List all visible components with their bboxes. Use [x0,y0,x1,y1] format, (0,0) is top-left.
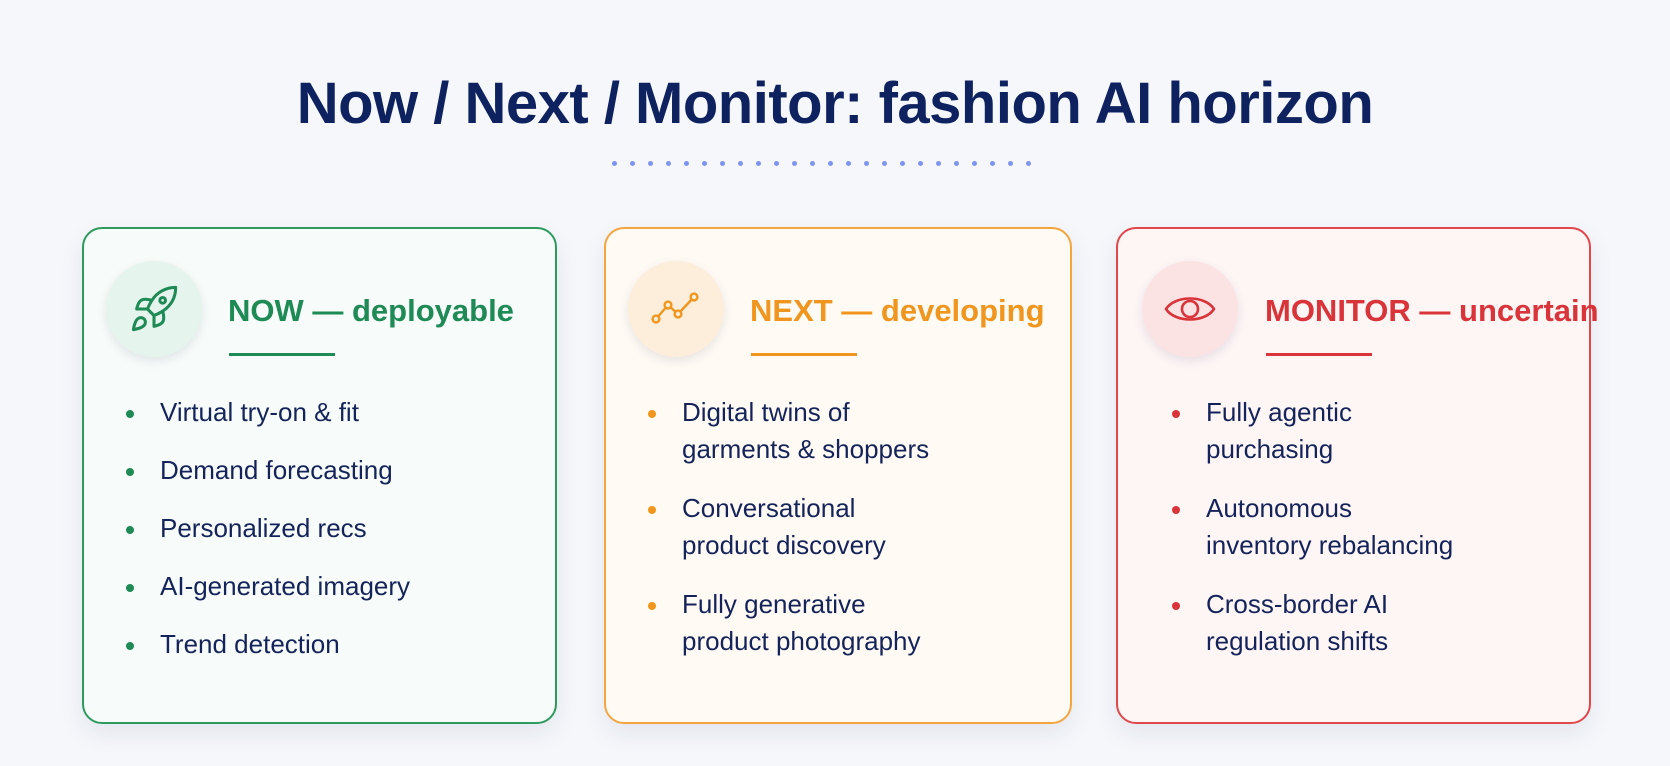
divider-dot [1026,161,1031,166]
divider-dot [1008,161,1013,166]
list-item-line: purchasing [1206,434,1334,464]
list-item-line: Digital twins of [682,397,850,427]
list-item-line: product photography [682,626,921,656]
list-item-line: AI-generated imagery [160,571,411,601]
divider-dot [630,161,635,166]
list-item: Autonomous inventory rebalancing [1171,490,1454,564]
divider-dot [792,161,797,166]
list-item: Digital twins of garments & shoppers [647,394,930,468]
list-item-line: Autonomous [1206,493,1352,523]
eye-icon [1142,261,1238,357]
list-item-line: Trend detection [160,629,340,659]
divider-dot [972,161,977,166]
divider-dot [612,161,617,166]
page-title: Now / Next / Monitor: fashion AI horizon [296,71,1374,136]
next-heading-underline [751,353,857,356]
divider-dot [882,161,887,166]
list-item-line: regulation shifts [1206,626,1389,656]
divider-dot [990,161,995,166]
list-item-line: Fully agentic [1206,397,1352,427]
title-divider-dots [612,161,1031,166]
now-heading-underline [229,353,335,356]
list-item-line: Fully generative [682,589,866,619]
divider-dot [936,161,941,166]
rocket-icon [106,261,202,357]
monitor-heading-underline [1266,353,1372,356]
divider-dot [702,161,707,166]
divider-dot [954,161,959,166]
divider-dot [684,161,689,166]
list-item-line: Personalized recs [160,513,367,543]
list-item: Fully agentic purchasing [1171,394,1453,468]
trend-line-icon [628,261,724,357]
list-item-line: Demand forecasting [160,455,393,485]
divider-dot [864,161,869,166]
monitor-heading: MONITOR — uncertain [1265,293,1599,328]
divider-dot [828,161,833,166]
divider-dot [900,161,905,166]
divider-dot [738,161,743,166]
list-item-line: Conversational [682,493,856,523]
divider-dot [756,161,761,166]
monitor-card: MONITOR — uncertain Fully agentic purchas… [1116,227,1599,724]
next-card: NEXT — developing Digital twins of garmen… [604,227,1072,724]
divider-dot [774,161,779,166]
divider-dot [918,161,923,166]
divider-dot [648,161,653,166]
list-item: Virtual try-on & fit [125,394,410,431]
list-item: Conversational product discovery [647,490,929,564]
divider-dot [720,161,725,166]
now-heading: NOW — deployable [228,293,514,328]
list-item-line: product discovery [682,530,886,560]
list-item: Fully generative product photography [647,586,929,660]
divider-dot [810,161,815,166]
list-item: Cross-border AI regulation shifts [1171,586,1453,660]
list-item: Personalized recs [125,510,410,547]
list-item-line: inventory rebalancing [1206,530,1454,560]
list-item: AI-generated imagery [125,568,411,605]
next-heading: NEXT — developing [750,293,1045,328]
divider-dot [846,161,851,166]
divider-dot [666,161,671,166]
list-item-line: Cross-border AI [1206,589,1389,619]
list-item: Demand forecasting [125,452,410,489]
list-item: Trend detection [125,626,410,663]
list-item-line: Virtual try-on & fit [160,397,359,427]
list-item-line: garments & shoppers [682,434,930,464]
